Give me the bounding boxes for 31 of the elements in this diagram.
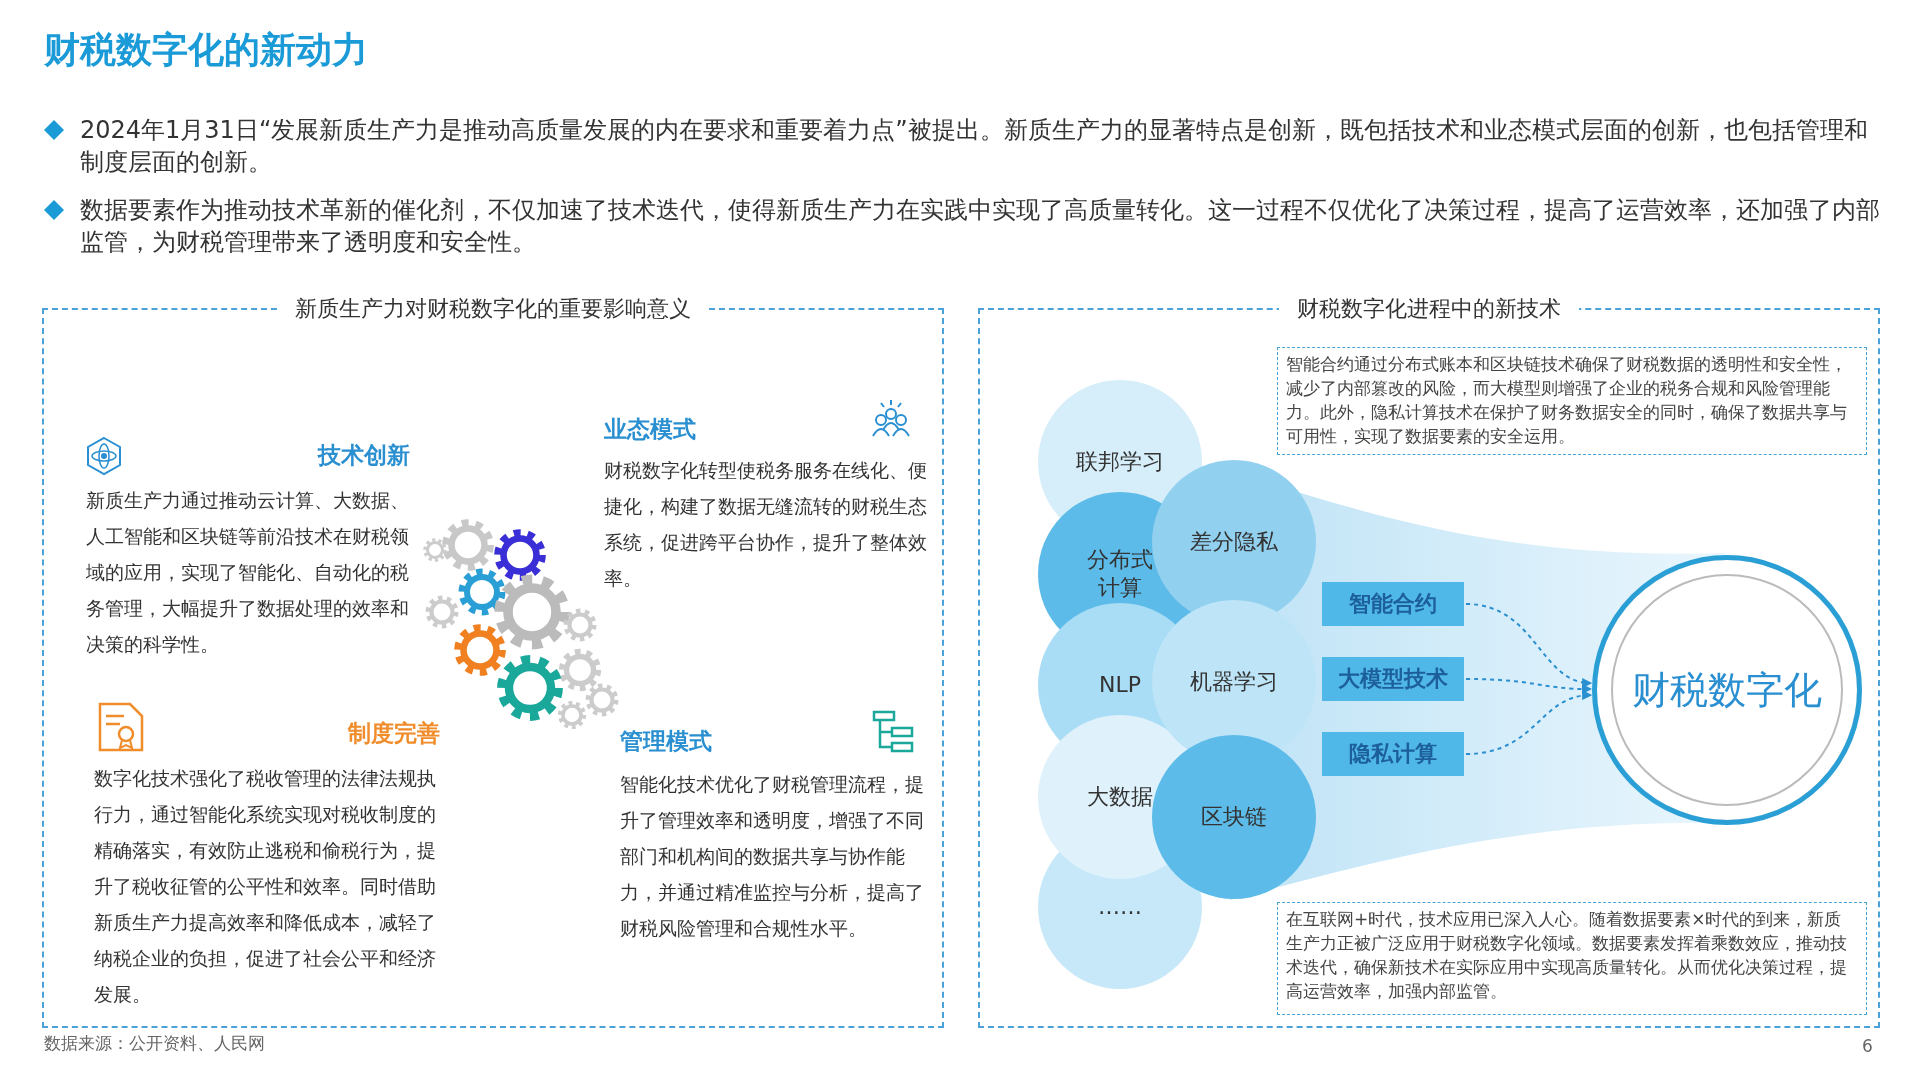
bullet-text: 2024年1月31日“发展新质生产力是推动高质量发展的内在要求和重要着力点”被提出。新质生产力的显著特点是创新，既包括技术和业态模式层面的创新，也包括管理和制度层面的创新。 xyxy=(80,115,1869,178)
technology-label: NLP xyxy=(1065,671,1175,699)
tag-box: 隐私计算 xyxy=(1322,732,1464,776)
technology-label: 机器学习 xyxy=(1179,668,1289,696)
arrow xyxy=(1465,678,1592,694)
arrow xyxy=(1465,690,1593,755)
bullet-text: 数据要素作为推动技术革新的催化剂，不仅加速了技术迭代，使得新质生产力在实践中实现了高质量转化。这一过程不仅优化了决策过程，提高了运营效率，还加强了内部监管，为财税管理带来了透明度和安全性。 xyxy=(80,195,1880,258)
tag-box: 大模型技术 xyxy=(1322,657,1464,701)
tag-box: 智能合约 xyxy=(1322,582,1464,626)
technology-label: 区块链 xyxy=(1179,803,1289,831)
panel-heading: 新质生产力对财税数字化的重要影响意义 xyxy=(277,296,709,321)
technology-label: …… xyxy=(1065,893,1175,921)
technology-label: 分布式计算 xyxy=(1085,546,1155,602)
note-box: 在互联网+时代，技术应用已深入人心。随着数据要素×时代的到来，新质生产力正被广泛应用于财税数字化领域。数据要素发挥着乘数效应，推动技术迭代，确保新技术在实际应用中实现高质量转化。从而优化决策过程，提高运营效率，加强内部监管。 xyxy=(1277,902,1867,1015)
technology-label: 大数据 xyxy=(1065,783,1175,811)
page-title: 财税数字化的新动力 xyxy=(44,28,368,72)
technology-label: 差分隐私 xyxy=(1179,528,1289,556)
technology-label: 联邦学习 xyxy=(1065,448,1175,476)
section-heading: 制度完善 xyxy=(346,719,440,748)
section-heading: 业态模式 xyxy=(604,415,697,444)
panel-heading: 财税数字化进程中的新技术 xyxy=(1279,296,1579,321)
section-heading: 技术创新 xyxy=(316,441,410,470)
source-note: 数据来源：公开资料、人民网 xyxy=(44,1032,266,1055)
section-text: 财税数字化转型使税务服务在线化、便捷化，构建了数据无缝流转的财税生态系统，促进跨平台协作，提升了整体效率。 xyxy=(604,458,928,591)
section-text: 智能化技术优化了财税管理流程，提升了管理效率和透明度，增强了不同部门和机构间的数据共享与协作能力，并通过精准监控与分析，提高了财税风险管理和合规性水平。 xyxy=(620,772,925,941)
section-text: 新质生产力通过推动云计算、大数据、人工智能和区块链等前沿技术在财税领域的应用，实现了智能化、自动化的税务管理，大幅提升了数据处理的效率和决策的科学性。 xyxy=(86,488,410,657)
arrow xyxy=(1465,603,1593,687)
note-box: 智能合约通过分布式账本和区块链技术确保了财税数据的透明性和安全性，减少了内部篡改的风险，而大模型则增强了企业的税务合规和风险管理能力。此外，隐私计算技术在保护了财务数据安全的同时，确保了数据共享与可用性，实现了数据要素的安全运用。 xyxy=(1277,347,1867,455)
section-heading: 管理模式 xyxy=(620,727,713,756)
page-number: 6 xyxy=(1862,1036,1874,1056)
section-text: 数字化技术强化了税收管理的法律法规执行力，通过智能化系统实现对税收制度的精确落实，有效防止逃税和偷税行为，提升了税收征管的公平性和效率。同时借助新质生产力提高效率和降低成本，减轻了纳税企业的负担，促进了社会公平和经济发展。 xyxy=(94,766,437,1007)
